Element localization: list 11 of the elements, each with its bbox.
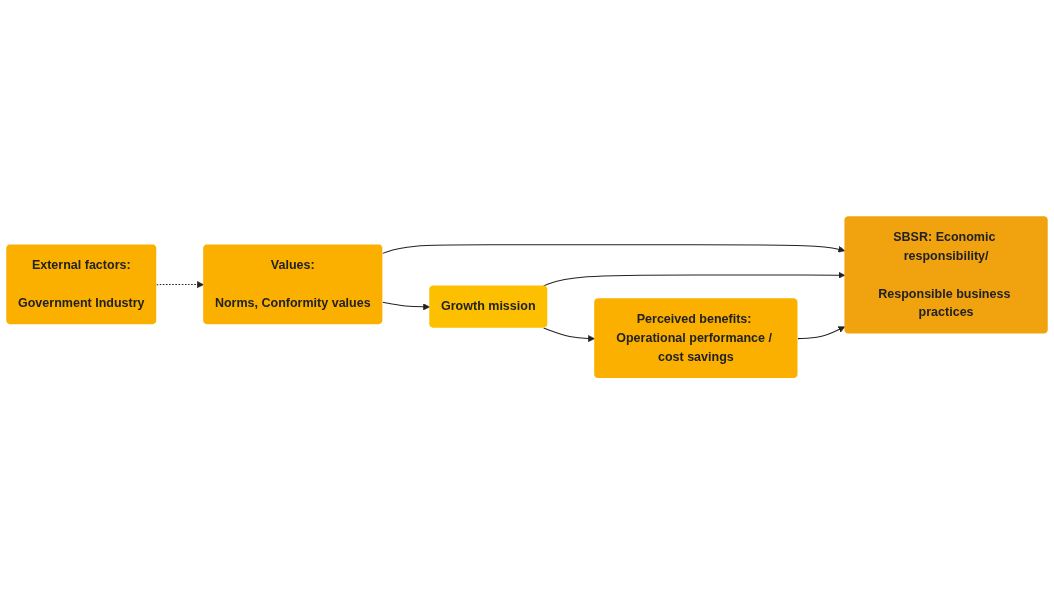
node-box: Values: Norms, Conformity values [203, 244, 383, 324]
arrow [156, 280, 204, 288]
arrow [797, 326, 846, 339]
node-box: Growth mission [429, 285, 548, 328]
node-box: SBSR: Economic responsibility/ Responsible business practices [844, 216, 1048, 334]
node-box: Perceived benefits: Operational performance / cost savings [594, 298, 798, 378]
arrow [543, 327, 595, 342]
node-box: External factors: Government Industry [6, 244, 157, 324]
arrow [382, 301, 430, 311]
arrow [543, 271, 846, 287]
arrow [382, 244, 846, 254]
